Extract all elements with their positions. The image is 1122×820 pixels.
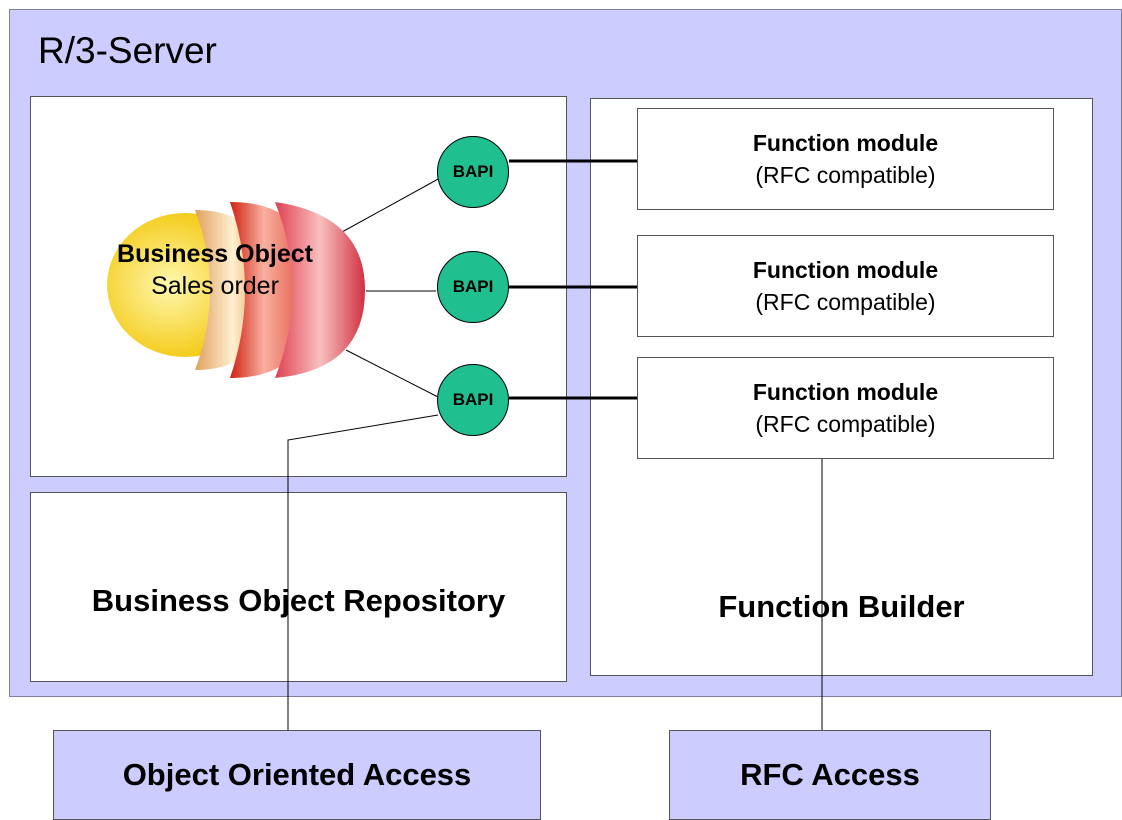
object-oriented-access-box[interactable]: Object Oriented Access [53, 730, 541, 820]
business-object-label: Business Object Sales order [75, 238, 355, 302]
function-module-subtitle: (RFC compatible) [755, 411, 936, 437]
server-title: R/3-Server [38, 30, 217, 71]
bapi-node-2[interactable]: BAPI [437, 251, 509, 323]
function-module-subtitle: (RFC compatible) [755, 162, 936, 188]
function-module-title: Function module [752, 379, 939, 405]
function-builder-label: Function Builder [718, 589, 965, 624]
function-module-2[interactable]: Function module (RFC compatible) [637, 235, 1054, 337]
object-to-bapi-line-3 [345, 349, 439, 398]
business-object-repository-label: Business Object Repository [91, 583, 506, 618]
business-object-subtitle: Sales order [151, 272, 279, 300]
rfc-access-box[interactable]: RFC Access [669, 730, 991, 820]
bapi-node-3[interactable]: BAPI [437, 364, 509, 436]
function-module-title: Function module [752, 130, 939, 156]
function-module-1[interactable]: Function module (RFC compatible) [637, 108, 1054, 210]
function-module-subtitle: (RFC compatible) [755, 289, 936, 315]
function-module-title: Function module [752, 257, 939, 283]
object-layer-pink [275, 202, 365, 378]
object-to-bapi-line-1 [341, 177, 441, 233]
business-object-title: Business Object [117, 240, 313, 268]
function-module-3[interactable]: Function module (RFC compatible) [637, 357, 1054, 459]
business-object-graphic [107, 202, 365, 378]
business-object-repository-panel [30, 492, 567, 682]
bapi-node-1[interactable]: BAPI [437, 136, 509, 208]
object-access-line [287, 414, 439, 730]
